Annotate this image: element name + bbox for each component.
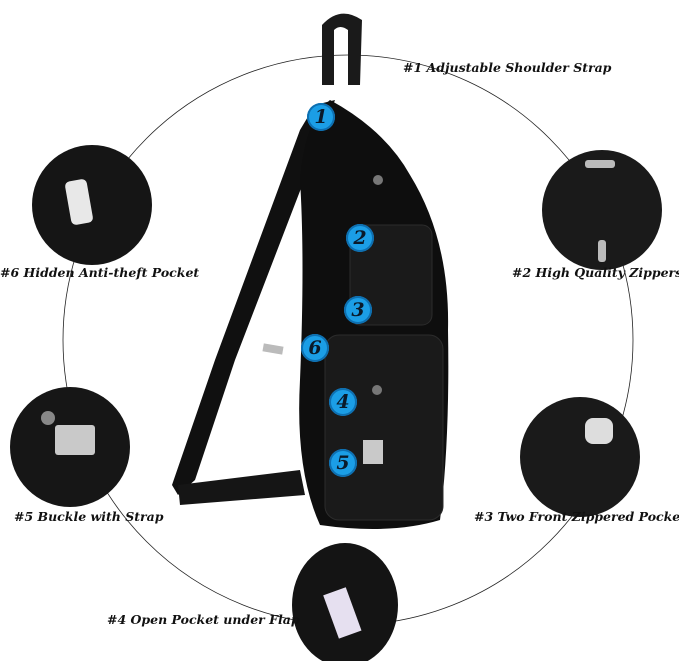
feature-badge-2: 2 [346,224,374,252]
feature-label-3: #3 Two Front Zippered Pockets [474,509,679,524]
feature-badge-5: 5 [329,449,357,477]
feature-label-1: #1 Adjustable Shoulder Strap [403,60,612,75]
feature-badge-1: 1 [307,103,335,131]
bag-shoulder-strap [172,100,335,495]
strap-detail-image [322,13,362,86]
feature-badge-3: 3 [344,296,372,324]
front-pockets-detail-image [520,397,640,517]
zippers-detail-image [542,150,662,270]
feature-badge-4: 4 [329,388,357,416]
feature-label-4: #4 Open Pocket under Flap [107,612,300,627]
hidden-pocket-detail-image [32,145,152,265]
feature-badge-6: 6 [301,334,329,362]
feature-label-2: #2 High Quality Zippers [512,265,679,280]
feature-label-6: #6 Hidden Anti-theft Pocket [0,265,200,280]
feature-label-5: #5 Buckle with Strap [14,509,164,524]
